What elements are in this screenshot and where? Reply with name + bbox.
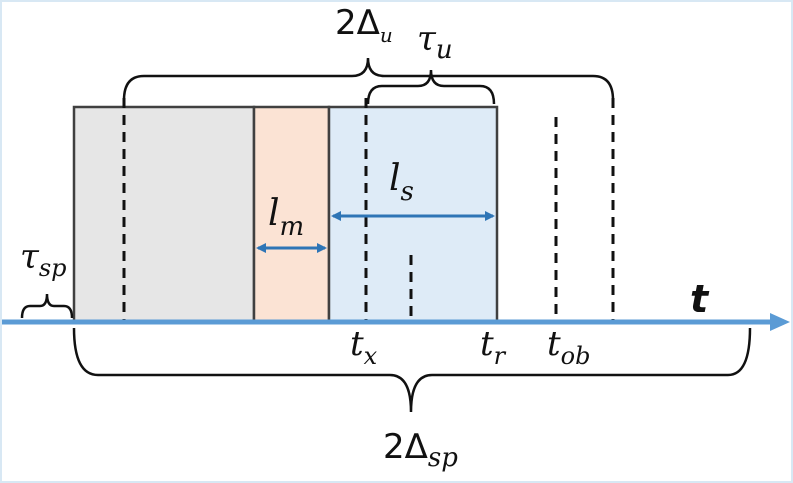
brace-2delta-u <box>122 57 615 101</box>
label-2delta-u: 2Δu <box>335 3 393 47</box>
gray-block <box>72 105 256 324</box>
brace-tau-u <box>366 69 496 105</box>
orange-block-lm <box>252 105 331 324</box>
label-l-m: lm <box>268 193 304 242</box>
label-tau-u: τu <box>417 19 453 65</box>
axis-label-t: t <box>690 277 710 321</box>
label-l-s: ls <box>389 158 414 207</box>
label-tau-sp: τsp <box>20 237 67 282</box>
label-2delta-sp: 2Δsp <box>383 427 458 473</box>
label-t-ob: tob <box>547 324 590 370</box>
label-t-r: tr <box>480 324 507 370</box>
time-axis-arrowhead <box>770 313 790 331</box>
brace-tau-sp <box>20 293 74 319</box>
label-t-x: tx <box>350 324 378 370</box>
brace-2delta-sp <box>72 327 752 413</box>
